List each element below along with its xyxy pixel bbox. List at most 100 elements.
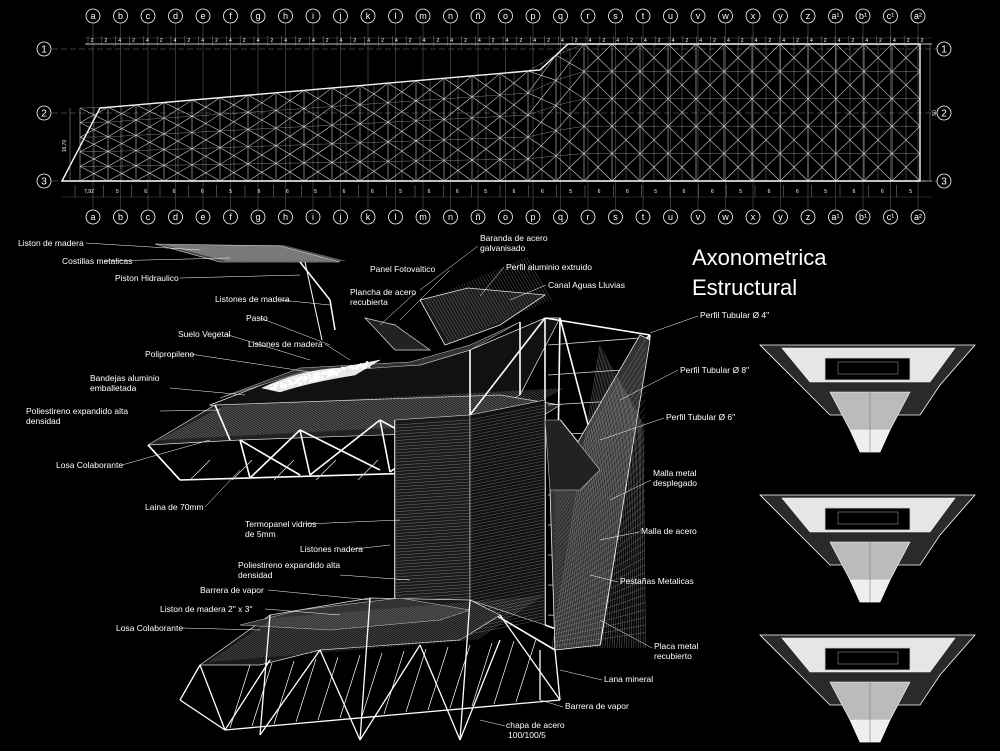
grid-column-bubble xyxy=(168,209,183,225)
grid-column-label: m xyxy=(419,11,427,21)
grid-column-bubble xyxy=(195,8,211,24)
top-dimension-value: 2 xyxy=(907,38,910,44)
grid-column-bubble xyxy=(608,8,623,24)
label-emballetada: emballetada xyxy=(90,383,137,393)
top-dimension-value: 4 xyxy=(561,38,564,44)
top-dimension-value: 2 xyxy=(91,38,94,44)
bottom-dimension-value: 5 xyxy=(229,189,232,195)
grid-column-bubble xyxy=(140,209,156,225)
label-perfil-aluminio: Perfil aluminio extruido xyxy=(506,262,592,272)
top-dimension-value: 4 xyxy=(782,38,785,44)
label-costillas-metalicas: Costillas metalicas xyxy=(62,256,132,266)
top-dimension-value: 2 xyxy=(879,38,882,44)
grid-row-bubble xyxy=(936,173,952,189)
top-dimension-value: 4 xyxy=(755,38,758,44)
top-dimension-value: 4 xyxy=(174,38,177,44)
vertical-wall-panel xyxy=(394,399,546,635)
top-dimension-value: 4 xyxy=(118,38,121,44)
label-listones-de-madera-2: Listones de madera xyxy=(248,339,323,349)
grid-column-label: p xyxy=(530,11,535,21)
bottom-dimension-value: 6 xyxy=(343,189,346,195)
top-dimension-value: 4 xyxy=(810,38,813,44)
grid-column-label: r xyxy=(587,11,590,21)
grid-column-bubble xyxy=(718,8,733,24)
top-dimension-value: 4 xyxy=(838,38,841,44)
grid-column-label: c¹ xyxy=(887,11,895,21)
grid-column-bubble xyxy=(663,209,678,225)
grid-column-bubble xyxy=(333,8,348,24)
top-dimension-value: 2 xyxy=(436,38,439,44)
grid-row-bubble xyxy=(36,41,52,57)
grid-column-label: i xyxy=(312,11,314,21)
grid-column-label: l xyxy=(395,212,397,222)
steel-mesh-panel xyxy=(544,334,651,651)
bottom-dimension-value: 6 xyxy=(853,189,856,195)
bottom-dimension-value: 6 xyxy=(541,189,544,195)
grid-column-bubble xyxy=(443,8,458,24)
bottom-dimension-value: 6 xyxy=(286,189,289,195)
grid-column-bubble xyxy=(223,8,238,24)
grid-column-bubble xyxy=(333,209,348,225)
top-dimension-value: 4 xyxy=(478,38,481,44)
grid-column-label: j xyxy=(339,11,342,21)
grid-column-bubble xyxy=(305,209,321,225)
grid-column-bubble xyxy=(855,8,871,24)
bottom-dimension-value: 6 xyxy=(201,189,204,195)
grid-row-bubble xyxy=(36,105,52,121)
grid-column-bubble xyxy=(415,209,431,225)
grid-column-label: w xyxy=(721,11,729,21)
grid-column-bubble xyxy=(608,209,623,225)
grid-column-label: n xyxy=(448,212,453,222)
label-de-5mm: de 5mm xyxy=(245,529,276,539)
grid-row-label: 1 xyxy=(941,45,947,56)
left-height-dim: 16,70 xyxy=(62,140,68,153)
section-view xyxy=(759,344,976,453)
grid-column-bubble xyxy=(745,209,761,225)
label-desplegado: desplegado xyxy=(653,478,697,488)
top-dimension-value: 4 xyxy=(644,38,647,44)
grid-column-bubble xyxy=(113,209,128,225)
grid-column-bubble xyxy=(470,8,486,24)
top-dimension-value: 2 xyxy=(796,38,799,44)
grid-row-label: 2 xyxy=(41,109,47,120)
label-listones-madera: Listones madera xyxy=(300,544,363,554)
wood-slat-panel xyxy=(154,243,346,341)
grid-column-bubble xyxy=(85,209,101,225)
bottom-dimension-value: 6 xyxy=(796,189,799,195)
grid-column-bubble xyxy=(883,8,898,24)
grid-column-bubble xyxy=(195,209,211,225)
top-dimension-value: 2 xyxy=(409,38,412,44)
label-losa-colaborante-1: Losa Colaborante xyxy=(56,460,123,470)
grid-column-bubble xyxy=(223,209,238,225)
top-dimension-value: 4 xyxy=(229,38,232,44)
bottom-dimension-value: 5 xyxy=(116,189,119,195)
top-dimension-value: 2 xyxy=(492,38,495,44)
label-plancha-acero: Plancha de acero xyxy=(350,287,416,297)
lower-deck xyxy=(198,595,542,666)
label-placa-metal: Placa metal xyxy=(654,641,699,651)
label-recubierto: recubierto xyxy=(654,651,692,661)
grid-column-label: c xyxy=(146,212,151,222)
top-dimension-value: 2 xyxy=(160,38,163,44)
bottom-dimension-value: 6 xyxy=(683,189,686,195)
grid-column-bubble xyxy=(388,209,403,225)
grid-column-bubble xyxy=(278,8,293,24)
grid-column-label: w xyxy=(721,212,729,222)
grid-column-label: n xyxy=(448,11,453,21)
label-perfil-4: Perfil Tubular Ø 4" xyxy=(700,310,769,320)
bottom-dimension-value: 6 xyxy=(711,189,714,195)
bottom-dimension-value: 6 xyxy=(626,189,629,195)
grid-row-label: 2 xyxy=(941,109,947,120)
label-galvanisado: galvanisado xyxy=(480,243,526,253)
grid-column-bubble xyxy=(250,8,266,24)
grid-column-label: q xyxy=(558,212,563,222)
label-perfil-8: Perfil Tubular Ø 8" xyxy=(680,365,749,375)
label-recubierta: recubierta xyxy=(350,297,388,307)
grid-column-bubble xyxy=(360,8,376,24)
bottom-dimension-value: 6 xyxy=(768,189,771,195)
grid-column-label: d xyxy=(173,11,178,21)
grid-column-label: m xyxy=(419,212,427,222)
grid-column-label: h xyxy=(283,11,288,21)
grid-column-bubble xyxy=(415,8,431,24)
bottom-dimension-value: 6 xyxy=(258,189,261,195)
